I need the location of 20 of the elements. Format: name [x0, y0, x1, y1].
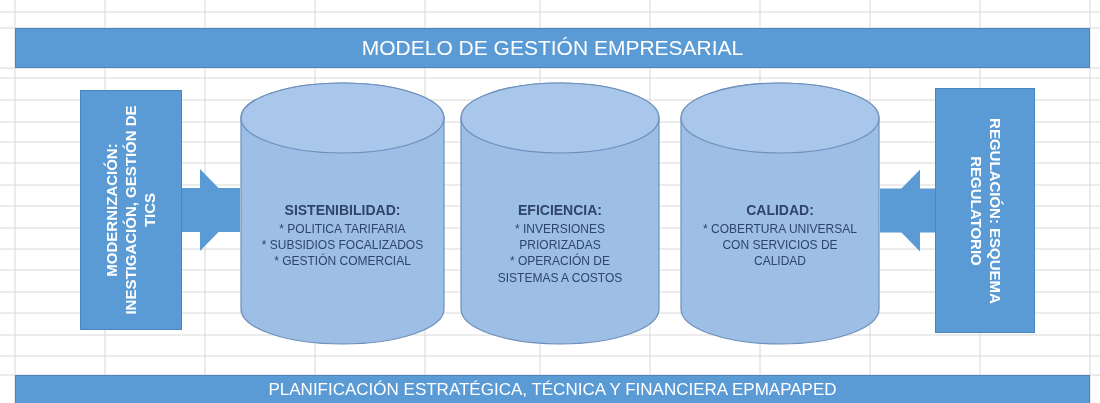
side-panel [80, 90, 182, 330]
bullet-text: * COBERTURA UNIVERSAL CON SERVICIOS DE CALIDAD [702, 221, 858, 270]
bullet-text: * GESTIÓN COMERCIAL [273, 253, 412, 270]
cylinder-heading: CALIDAD: [745, 202, 815, 218]
cylinder [460, 82, 660, 345]
heading-band: PLANIFICACIÓN ESTRATÉGICA, TÉCNICA Y FINANCIERA EPMAPAPED [15, 375, 1090, 403]
bullet-text: * OPERACIÓN DE SISTEMAS A COSTOS [496, 253, 624, 286]
cylinder-heading: SISTENIBILIDAD: [283, 202, 402, 218]
block-arrow [182, 169, 240, 251]
cylinder [240, 82, 445, 345]
bullet-text: * POLITICA TARIFARIA [278, 221, 407, 238]
bullet-text: * INVERSIONES PRIORIZADAS [514, 221, 606, 253]
vertical-label: REGULACIÓN: ESQUEMA REGULATORIO [967, 116, 1004, 306]
bullet-text: * SUBSIDIOS FOCALIZADOS [260, 237, 425, 253]
block-arrow [880, 169, 935, 252]
heading-band: MODELO DE GESTIÓN EMPRESARIAL [15, 28, 1090, 68]
vertical-label: MODERNIZACIÓN: INESTIGACIÓN, GESTIÓN DE TICS [102, 104, 159, 317]
cylinder-heading: EFICIENCIA: [517, 202, 603, 218]
cylinder [680, 82, 880, 345]
side-panel [935, 88, 1035, 333]
